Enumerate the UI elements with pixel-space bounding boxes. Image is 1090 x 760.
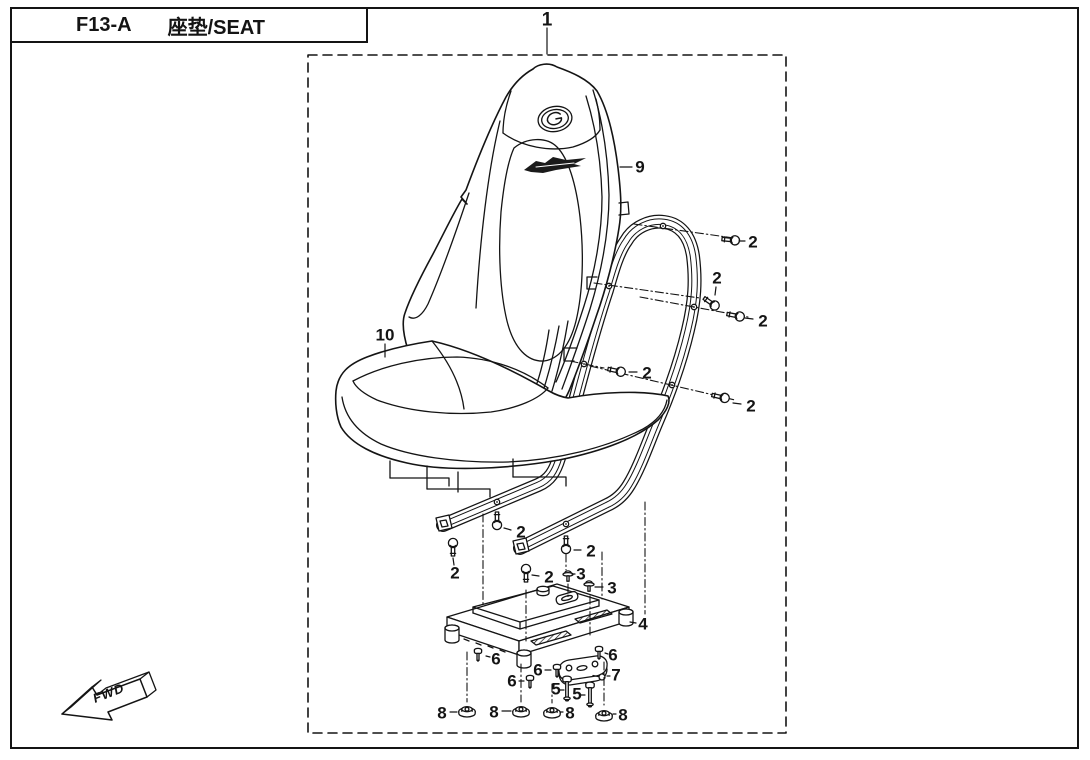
callout-part-2: 2 xyxy=(758,311,768,331)
callout-part-3: 3 xyxy=(607,578,617,598)
callout-part-2: 2 xyxy=(746,396,756,416)
title-block: F13-A 座垫/SEAT xyxy=(10,7,368,43)
callout-part-2: 2 xyxy=(516,522,526,542)
callout-part-9: 9 xyxy=(635,157,645,177)
leader-lines xyxy=(384,27,754,715)
nut-icon xyxy=(512,706,530,718)
plate-feet xyxy=(444,608,634,669)
screw-icon xyxy=(720,233,741,247)
cf-emblem-icon xyxy=(537,105,573,133)
nut-icon xyxy=(543,707,561,719)
screw-icon xyxy=(725,308,746,323)
screw-icon xyxy=(491,511,503,531)
bolt-icon xyxy=(585,681,595,708)
callout-part-8: 8 xyxy=(489,702,499,722)
callout-part-7: 7 xyxy=(611,665,621,685)
assembly-boundary-box xyxy=(307,54,787,734)
callout-part-2: 2 xyxy=(544,567,554,587)
callout-part-6: 6 xyxy=(608,645,618,665)
callout-part-8: 8 xyxy=(565,703,575,723)
rail-end-cap xyxy=(435,514,453,532)
callout-part-6: 6 xyxy=(533,660,543,680)
seat-cushion xyxy=(334,340,670,498)
callout-part-6: 6 xyxy=(491,649,501,669)
mount-connector-lines xyxy=(389,458,567,498)
adjuster-bracket xyxy=(558,655,608,686)
drawing-code: F13-A xyxy=(76,13,132,36)
callout-part-3: 3 xyxy=(576,564,586,584)
callout-part-8: 8 xyxy=(437,703,447,723)
screw-icon xyxy=(710,389,731,405)
screw-icon xyxy=(447,537,459,557)
callout-part-1: 1 xyxy=(541,9,553,31)
bolt-icon xyxy=(562,675,572,702)
base-plate xyxy=(444,583,634,669)
screw-icon xyxy=(606,363,627,378)
callout-part-6: 6 xyxy=(507,671,517,691)
centerlines xyxy=(466,223,749,706)
callout-part-2: 2 xyxy=(586,541,596,561)
callout-part-2: 2 xyxy=(712,268,722,288)
seat-back xyxy=(402,63,630,416)
zforce-logo-icon xyxy=(524,157,586,173)
callout-part-2: 2 xyxy=(450,563,460,583)
nut-icon xyxy=(595,710,613,722)
screw-icon xyxy=(560,535,572,555)
drawing-title: 座垫/SEAT xyxy=(167,16,265,39)
callout-part-8: 8 xyxy=(618,705,628,725)
fwd-arrow-icon: FWD xyxy=(61,671,157,721)
screw-icon xyxy=(473,647,483,663)
rail-end-cap xyxy=(512,537,530,555)
callout-part-2: 2 xyxy=(748,232,758,252)
screw-icon xyxy=(520,563,532,583)
bolt-icon xyxy=(562,570,574,582)
callout-part-4: 4 xyxy=(638,614,648,634)
callout-part-5: 5 xyxy=(551,679,561,699)
callout-part-5: 5 xyxy=(572,684,582,704)
callout-part-10: 10 xyxy=(375,325,395,345)
callout-part-2: 2 xyxy=(642,363,652,383)
nut-icon xyxy=(458,706,476,718)
